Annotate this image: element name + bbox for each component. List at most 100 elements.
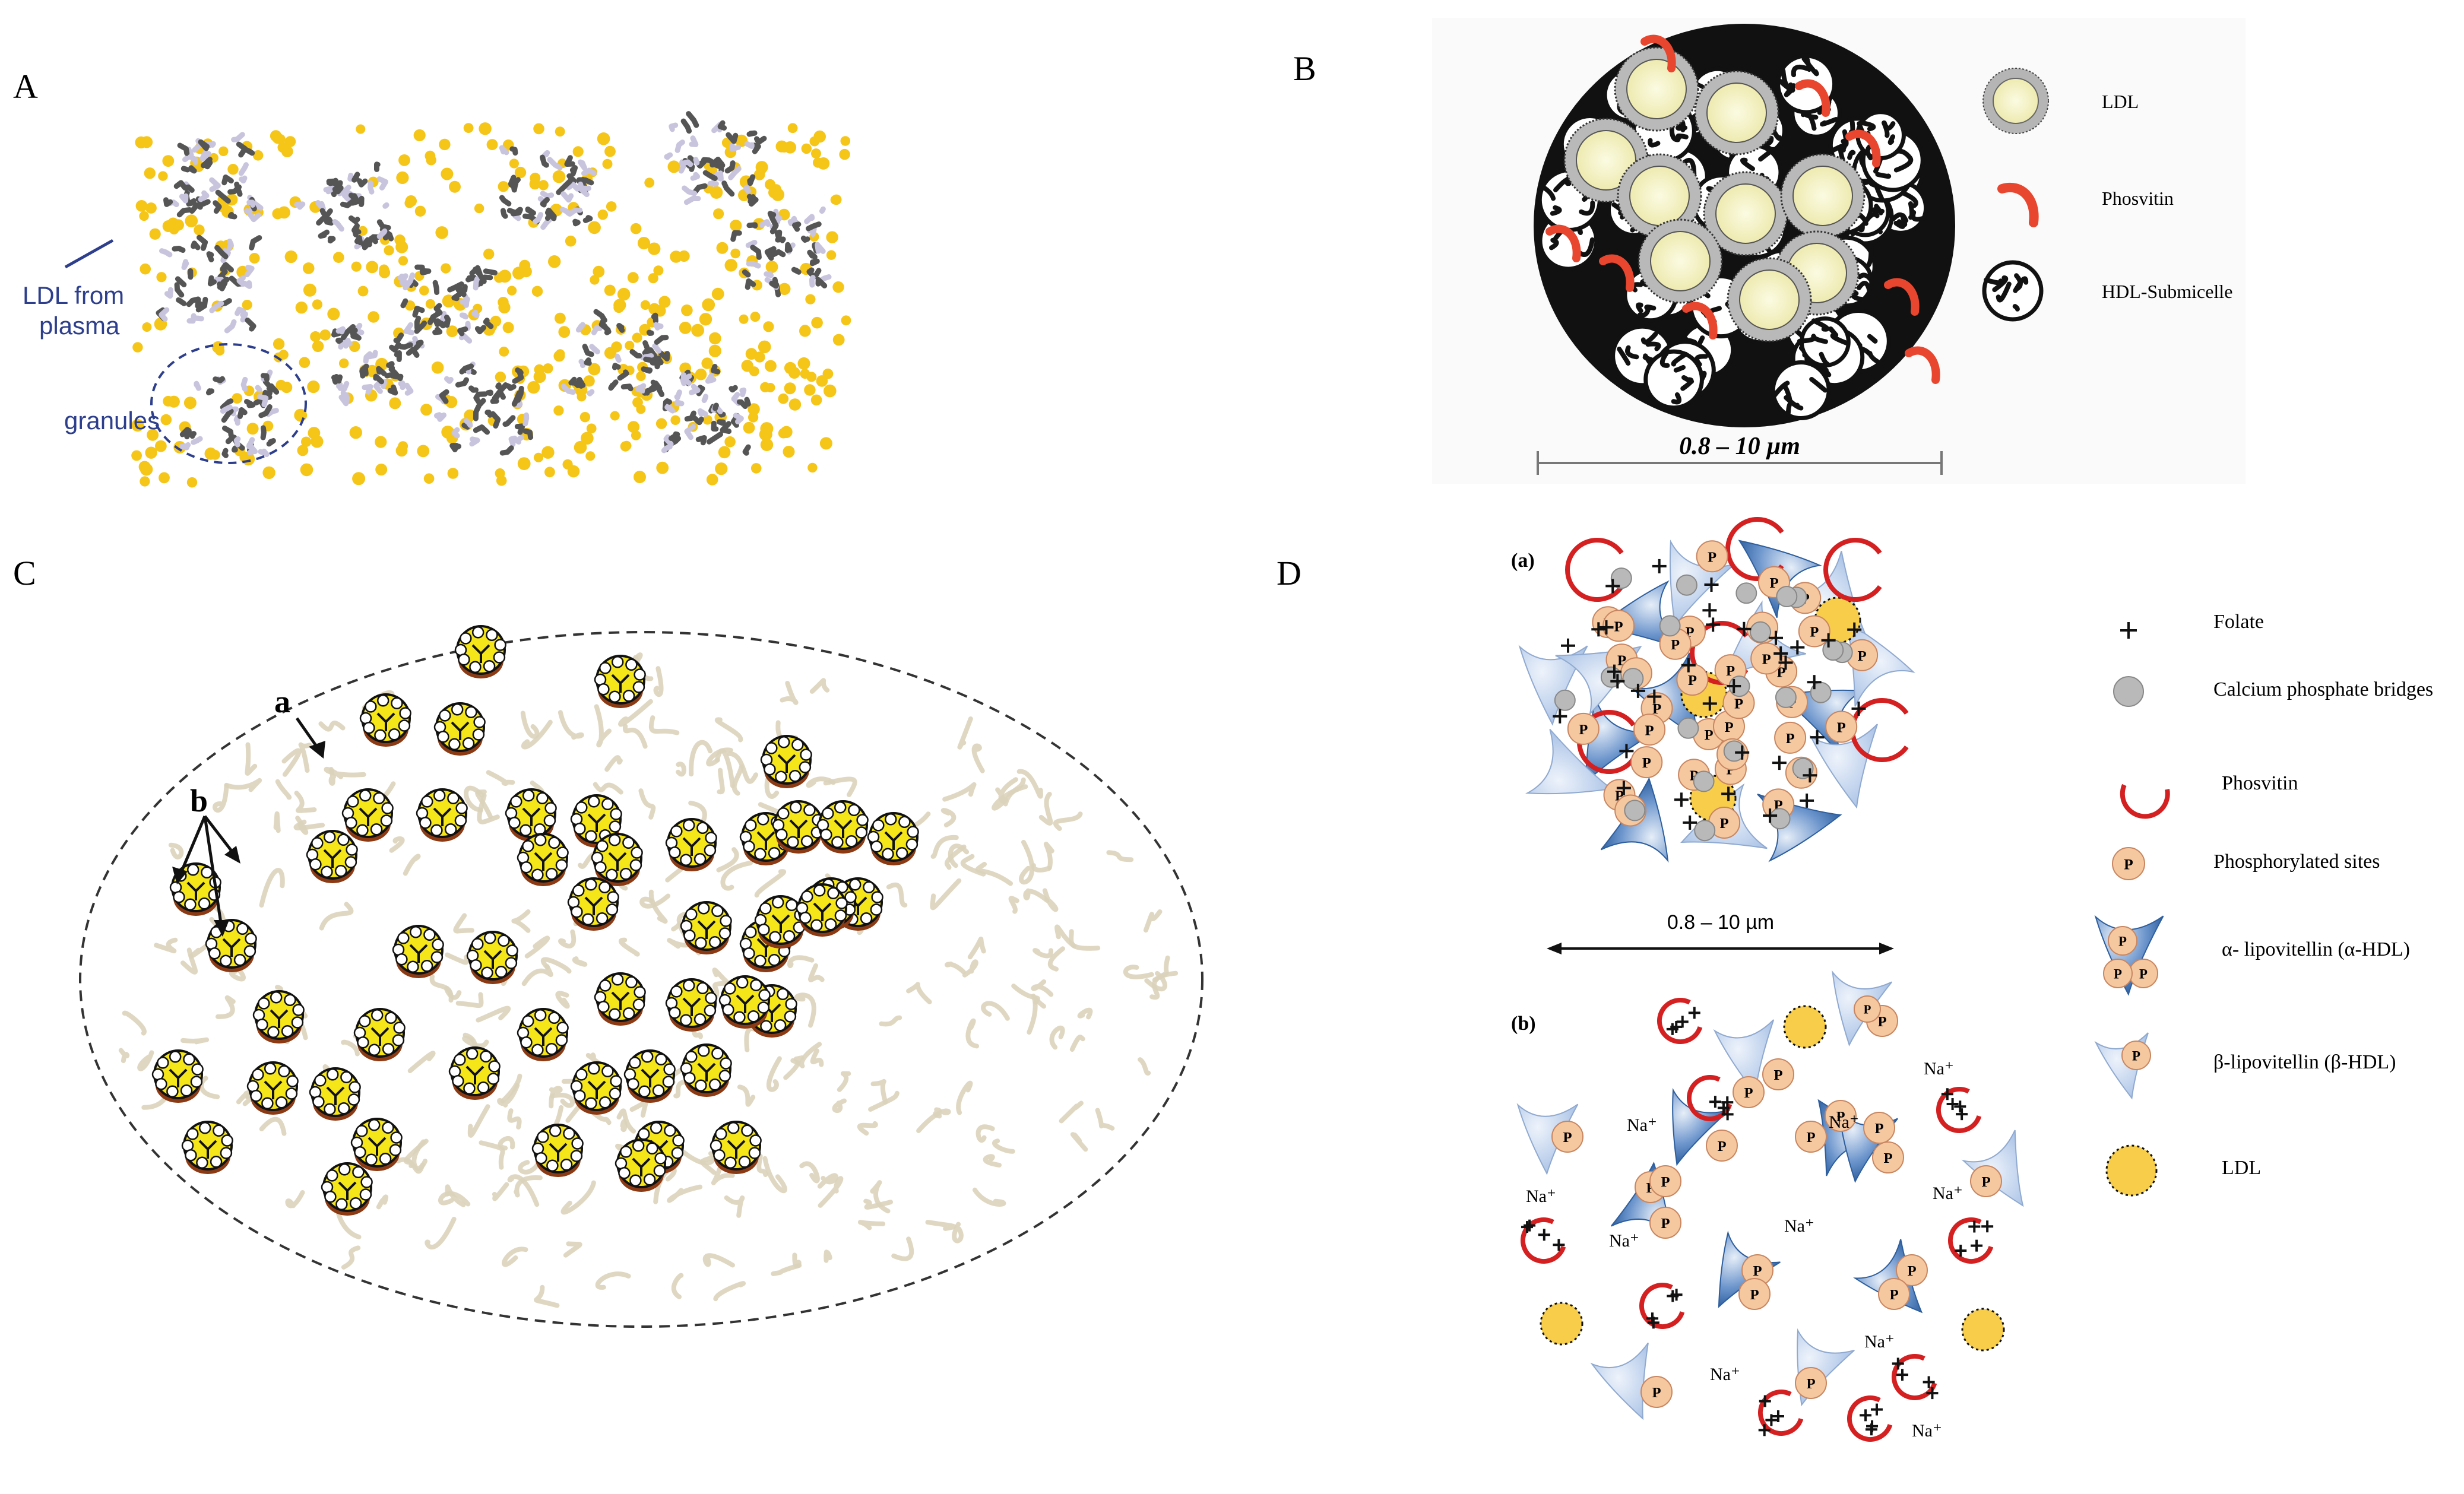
phosvitin — [1687, 1075, 1733, 1121]
ldl-particle — [413, 129, 426, 141]
ldl-particle — [552, 170, 566, 183]
ldl-particle — [159, 472, 170, 484]
alpha-lipovitellin — [1672, 1087, 1730, 1166]
ldl-particle — [783, 446, 795, 458]
calcium-phosphate-bridge — [1693, 770, 1715, 792]
ldl-unit — [816, 800, 869, 854]
ldl-particle — [303, 283, 316, 297]
ldl-particle — [1694, 70, 1779, 156]
svg-text:P: P — [2132, 1048, 2140, 1063]
folate — [1971, 1239, 1983, 1252]
ldl-unit — [151, 1049, 204, 1103]
ldl-particle — [741, 360, 753, 372]
hdl-submicelle — [1797, 316, 1851, 368]
ldl-particle — [702, 415, 712, 425]
phosphorylated-site: P — [1602, 610, 1635, 642]
ldl-particle — [1703, 171, 1788, 256]
sub-panel-b-label: (b) — [1511, 1013, 1536, 1035]
ldl-unit — [350, 1118, 403, 1171]
calcium-phosphate-bridge — [1822, 639, 1844, 661]
svg-text:P: P — [1724, 719, 1733, 735]
svg-text:P: P — [1777, 665, 1786, 681]
ldl-particle — [593, 265, 605, 278]
ldl-particle — [144, 167, 156, 179]
ldl-particle — [295, 302, 308, 314]
ldl-particle — [708, 344, 721, 357]
ldl-particle — [558, 326, 571, 338]
ldl-particle — [357, 286, 369, 297]
svg-text:P: P — [1726, 663, 1735, 679]
folate — [1676, 1016, 1689, 1028]
svg-text:P: P — [1806, 1376, 1815, 1392]
ldl-particle — [628, 421, 640, 433]
folate — [1737, 621, 1752, 636]
ldl-particle — [441, 167, 454, 180]
ldl-particle — [711, 287, 724, 300]
ldl-particle — [140, 263, 151, 275]
folate — [1968, 1220, 1981, 1233]
granule — [163, 132, 264, 223]
ldl-unit — [665, 818, 717, 871]
ldl-particle — [831, 194, 842, 205]
ldl-particle — [583, 375, 595, 387]
ldl-particle — [544, 467, 555, 478]
ldl-particle — [718, 446, 731, 459]
folate — [1763, 808, 1778, 823]
folate — [1769, 630, 1783, 645]
ldl-unit — [416, 788, 468, 842]
phosphorylated-site: P — [2112, 847, 2145, 880]
calcium-phosphate-bridge — [1769, 808, 1791, 830]
svg-text:P: P — [1720, 816, 1729, 832]
ldl-particle — [602, 158, 613, 169]
phosphorylated-site: P — [1896, 1254, 1928, 1286]
svg-text:P: P — [1773, 1067, 1782, 1083]
ldl-particle — [765, 383, 775, 392]
ldl-particle — [637, 237, 651, 250]
ldl-unit — [567, 877, 619, 931]
ldl-unit — [570, 794, 622, 848]
phosphorylated-site: P — [1649, 1165, 1681, 1197]
svg-text:P: P — [1837, 720, 1846, 736]
folate — [1981, 1220, 1994, 1233]
ldl-particle — [572, 146, 584, 157]
folate — [1821, 633, 1836, 648]
phosphorylated-site: P — [1630, 746, 1663, 779]
phosphorylated-site: P — [1633, 713, 1666, 746]
beta-lipovitellin — [1669, 539, 1735, 627]
alpha-lipovitellin — [1595, 580, 1681, 649]
svg-text:P: P — [2114, 966, 2122, 981]
phosphorylated-site: P — [2103, 959, 2133, 988]
ldl-particle — [417, 445, 430, 458]
phosphorylated-site: P — [1708, 807, 1741, 839]
granule-clusters — [156, 111, 832, 458]
ldl-unit — [867, 812, 919, 865]
panel-a-letter: A — [13, 67, 38, 106]
legend-ldl-icon — [1982, 68, 2049, 134]
ldl-particle — [597, 210, 608, 220]
ldl-unit — [680, 901, 732, 954]
folate — [1727, 679, 1741, 693]
ldl-particle — [764, 360, 777, 372]
ldl-particle — [398, 154, 410, 166]
phosvitin — [1847, 1395, 1893, 1442]
ldl-particle — [284, 250, 297, 264]
folate — [1803, 768, 1817, 783]
ldl-unit — [760, 735, 812, 788]
ldl-particle — [630, 223, 642, 234]
ldl-particle — [474, 203, 484, 214]
ldl-particle — [527, 381, 540, 394]
ldl-particle — [679, 322, 692, 334]
ldl-particle — [632, 332, 642, 343]
svg-text:P: P — [1704, 727, 1713, 743]
svg-text:P: P — [1858, 648, 1867, 664]
svg-text:P: P — [1874, 1121, 1883, 1137]
ldl-particle — [310, 331, 321, 342]
phosvitin — [1884, 278, 1920, 316]
ldl-unit — [306, 830, 358, 883]
ldl-particle — [135, 200, 148, 212]
ldl-particle — [841, 315, 851, 326]
svg-text:P: P — [2124, 855, 2133, 873]
ldl-particle — [574, 440, 587, 454]
ldl-particle — [656, 461, 669, 474]
ldl-particle — [581, 432, 594, 445]
